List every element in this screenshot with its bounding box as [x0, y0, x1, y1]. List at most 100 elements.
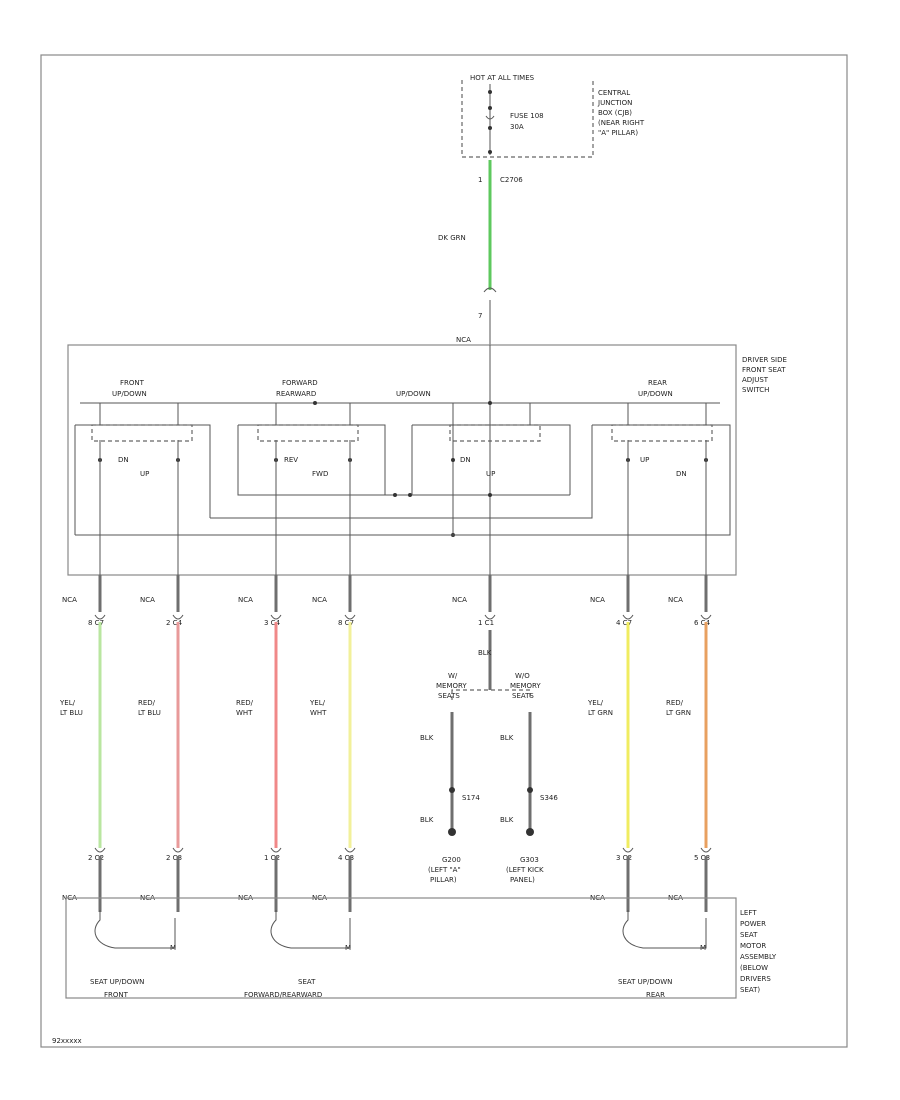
splice-left: S174: [462, 794, 480, 802]
wire-0-nca-top: NCA: [62, 596, 77, 604]
motor-label-4: MOTOR: [740, 942, 766, 950]
motor-label-1: LEFT: [740, 909, 757, 917]
split-left-1: W/: [448, 672, 458, 680]
cjb-location-2: JUNCTION: [597, 99, 632, 107]
wire-6-connector-bot: [700, 847, 712, 853]
wire-2-pin-top: 3 C4: [264, 619, 281, 627]
wire-0-connector-top: [94, 614, 106, 620]
wire-3-pin-bot: 4 C3: [338, 854, 354, 862]
wire-3-connector-bot: [344, 847, 356, 853]
motor-forward-name-1: SEAT: [298, 978, 316, 986]
motor-rear-name-2: REAR: [646, 991, 665, 999]
cjb-location-5: "A" PILLAR): [598, 129, 638, 137]
wire-0-connector-bot: [94, 847, 106, 853]
switch-label-2: FRONT SEAT: [742, 366, 786, 374]
motor-front-name-2: FRONT: [104, 991, 129, 999]
switch-section-forward: REV FWD: [237, 401, 570, 580]
wire-6-connector-top: [700, 614, 712, 620]
diagram-code: 92xxxxx: [52, 1037, 82, 1045]
wire-3-connector-top: [344, 614, 356, 620]
wire-1-color-2: LT BLU: [138, 709, 161, 717]
g-left-1: G200: [442, 856, 461, 864]
wire-2-connector-top: [270, 614, 282, 620]
split-right-3: SEATS: [512, 692, 534, 700]
sec1-pos-a: DN: [118, 456, 129, 464]
ground-blk-top: BLK: [478, 649, 492, 657]
switch-label-1: DRIVER SIDE: [742, 356, 787, 364]
sec2-title-1: FORWARD: [282, 379, 318, 387]
sec1-pos-b: UP: [140, 470, 149, 478]
wire-2-color-2: WHT: [236, 709, 253, 717]
wire-0-pin-top: 8 C7: [88, 619, 104, 627]
wire-1-connector-top: [172, 614, 184, 620]
blk-right-2: BLK: [500, 816, 514, 824]
wire-5-nca-top: NCA: [590, 596, 605, 604]
cjb-location-1: CENTRAL: [598, 89, 630, 97]
wire-6-pin-bot: 5 C3: [694, 854, 710, 862]
wire-5-connector-top: [622, 614, 634, 620]
wire-6-pin-top: 6 C4: [694, 619, 711, 627]
motor-forward-m: M: [345, 944, 351, 952]
wire-2-nca-top: NCA: [238, 596, 253, 604]
feed-wire-pin: 7: [478, 312, 482, 320]
motor-forward-name-2: FORWARD/REARWARD: [244, 991, 322, 999]
split-left-2: MEMORY: [436, 682, 467, 690]
blk-left-2: BLK: [420, 816, 434, 824]
motor-front-name-1: SEAT UP/DOWN: [90, 978, 144, 986]
motor-front: M SEAT UP/DOWN FRONT: [90, 910, 176, 999]
blk-left: BLK: [420, 734, 434, 742]
wire-1-pin-top: 2 C4: [166, 619, 183, 627]
fuse-connector: C2706: [500, 176, 523, 184]
g-left-3: PILLAR): [430, 876, 457, 884]
sec1-title-1: FRONT: [120, 379, 145, 387]
wire-6-color-2: LT GRN: [666, 709, 691, 717]
g-left-2: (LEFT "A": [428, 866, 461, 874]
hot-at-all-times-label: HOT AT ALL TIMES: [470, 74, 535, 82]
wire-5-color-1: YEL/: [587, 699, 604, 707]
motor-rear: M SEAT UP/DOWN REAR: [618, 910, 707, 999]
fuse-label: FUSE 108: [510, 112, 544, 120]
motor-label-8: SEAT): [740, 986, 760, 994]
sec4-title-1: REAR: [648, 379, 667, 387]
fuse-block: HOT AT ALL TIMES FUSE 108 30A CENTRAL JU…: [461, 74, 645, 184]
split-left-3: SEATS: [438, 692, 460, 700]
wire-3-pin-top: 8 C7: [338, 619, 354, 627]
wire-5-connector-bot: [622, 847, 634, 853]
motor-forward: M SEAT FORWARD/REARWARD: [244, 910, 351, 999]
ground-branch: BLK W/ MEMORY SEATS W/O MEMORY SEATS BLK…: [420, 630, 558, 884]
cjb-location-3: BOX (CJB): [598, 109, 632, 117]
motor-label-2: POWER: [740, 920, 766, 928]
motor-front-m: M: [170, 944, 176, 952]
switch-section-rear: UP DN: [75, 403, 731, 580]
split-right-2: MEMORY: [510, 682, 541, 690]
wire-6-color-1: RED/: [666, 699, 684, 707]
diagram-frame: [40, 54, 848, 1048]
wire-2-pin-bot: 1 C2: [264, 854, 280, 862]
switch-label-3: ADJUST: [742, 376, 769, 384]
sec2-pos-b: FWD: [312, 470, 328, 478]
motor-label-5: ASSEMBLY: [740, 953, 777, 961]
wire-4-pin-top: 1 C1: [478, 619, 494, 627]
wire-0-color-2: LT BLU: [60, 709, 83, 717]
sec3-pos-b: UP: [486, 470, 495, 478]
wire-3-color-2: WHT: [310, 709, 327, 717]
split-right-1: W/O: [515, 672, 530, 680]
motor-assembly: LEFT POWER SEAT MOTOR ASSEMBLY (BELOW DR…: [65, 897, 777, 999]
wire-6-nca-top: NCA: [668, 596, 683, 604]
g-right-1: G303: [520, 856, 539, 864]
g-right-2: (LEFT KICK: [506, 866, 544, 874]
fuse-rating: 30A: [510, 123, 524, 131]
wire-5-pin-top: 4 C7: [616, 619, 632, 627]
wire-4-nca-top: NCA: [452, 596, 467, 604]
sec2-pos-a: REV: [284, 456, 298, 464]
switch-section-front: DN UP: [74, 403, 211, 580]
sec4-title-2: UP/DOWN: [638, 390, 673, 398]
wire-1-pin-bot: 2 C3: [166, 854, 182, 862]
wire-1-connector-bot: [172, 847, 184, 853]
wire-0-color-1: YEL/: [59, 699, 76, 707]
feed-wire-nca: NCA: [456, 336, 471, 344]
switch-label-4: SWITCH: [742, 386, 769, 394]
g-right-3: PANEL): [510, 876, 535, 884]
wire-4-connector-top: [484, 614, 496, 620]
